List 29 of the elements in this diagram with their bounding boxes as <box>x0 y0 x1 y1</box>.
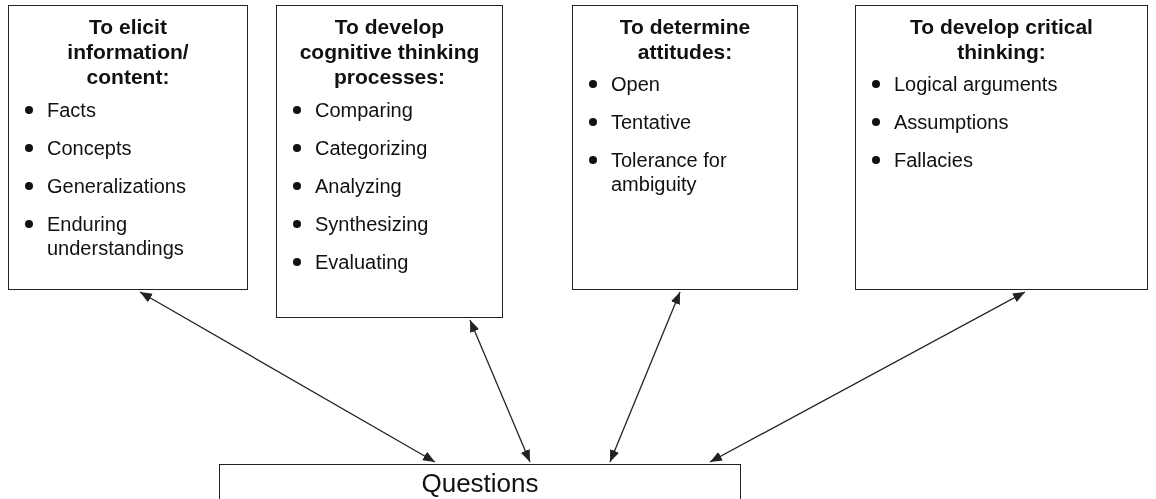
box-title: Questions <box>420 469 540 497</box>
double-arrow <box>709 291 1026 463</box>
category-box <box>855 5 1148 290</box>
list-item: Open <box>611 72 660 97</box>
list-item: Fallacies <box>894 148 973 173</box>
list-item: Concepts <box>47 135 132 160</box>
list-item: Facts <box>47 97 96 122</box>
list-item: Assumptions <box>894 110 1009 135</box>
category-box <box>572 5 798 290</box>
list-item: Generalizations <box>47 173 186 198</box>
box-heading: To determine attitudes: <box>618 14 752 65</box>
list-item: Tolerance for ambiguity <box>611 148 728 197</box>
questions-box <box>219 464 741 499</box>
box-heading: To develop critical thinking: <box>909 14 1094 65</box>
box-heading: To develop cognitive thinking processes: <box>298 14 481 90</box>
category-box <box>276 5 503 318</box>
category-box <box>8 5 248 290</box>
double-arrow <box>139 291 436 463</box>
list-item: Comparing <box>315 97 413 122</box>
list-item: Tentative <box>611 110 692 135</box>
list-item: Synthesizing <box>315 211 429 236</box>
list-item: Categorizing <box>315 135 428 160</box>
list-item: Evaluating <box>315 249 409 274</box>
list-item: Enduring understandings <box>47 211 185 260</box>
double-arrow <box>609 291 681 463</box>
list-item: Logical arguments <box>894 72 1058 97</box>
list-item: Analyzing <box>315 173 402 198</box>
double-arrow <box>469 319 531 463</box>
box-heading: To elicit information/ content: <box>66 14 190 90</box>
